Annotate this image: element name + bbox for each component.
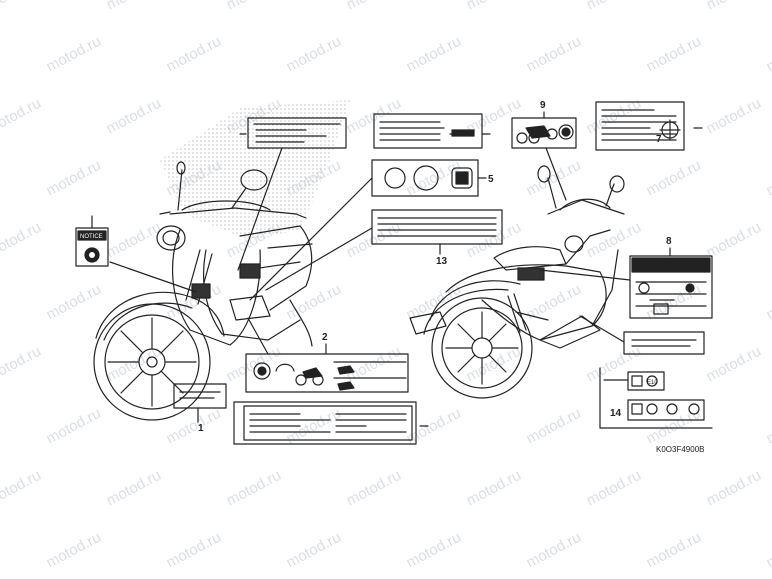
watermark-text: motod.ru bbox=[0, 95, 44, 138]
callout-1: 1 bbox=[198, 423, 204, 434]
watermark-text: motod.ru bbox=[644, 157, 704, 200]
watermark-text: motod.ru bbox=[524, 405, 584, 448]
watermark-text: motod.ru bbox=[44, 33, 104, 76]
watermark-text: motod.ru bbox=[404, 405, 464, 448]
watermark-text: motod.ru bbox=[404, 157, 464, 200]
watermark-text: motod.ru bbox=[164, 33, 224, 76]
watermark-text: motod.ru bbox=[704, 95, 764, 138]
label-rear-small bbox=[579, 315, 705, 355]
watermark-text: motod.ru bbox=[464, 467, 524, 510]
label-5-plate bbox=[249, 159, 487, 301]
watermark-text: motod.ru bbox=[644, 529, 704, 572]
callout-5: 5 bbox=[488, 174, 494, 185]
watermark-text: motod.ru bbox=[0, 219, 44, 262]
label-bottom-large bbox=[233, 401, 429, 445]
label-upper-center bbox=[373, 113, 491, 149]
watermark-text: motod.ru bbox=[0, 467, 44, 510]
watermark-text: motod.ru bbox=[44, 529, 104, 572]
callout-13: 13 bbox=[436, 256, 448, 267]
watermark-text: motod.ru bbox=[344, 467, 404, 510]
label-8-plate bbox=[539, 247, 713, 319]
watermark-text: motod.ru bbox=[0, 343, 44, 386]
watermark-text: motod.ru bbox=[704, 219, 764, 262]
watermark-text: motod.ru bbox=[104, 0, 164, 14]
watermark-text: motod.ru bbox=[284, 33, 344, 76]
notice-label bbox=[75, 215, 197, 293]
watermark-text: motod.ru bbox=[644, 281, 704, 324]
watermark-text: motod.ru bbox=[344, 343, 404, 386]
watermark-text: motod.ru bbox=[44, 405, 104, 448]
watermark-text: motod.ru bbox=[404, 33, 464, 76]
watermark-text: motod.ru bbox=[644, 33, 704, 76]
callout-2: 2 bbox=[322, 332, 328, 343]
watermark-text: motod.ru bbox=[104, 95, 164, 138]
scooter-front-view bbox=[93, 161, 313, 421]
watermark-text: motod.ru bbox=[344, 0, 404, 14]
watermark-text: motod.ru bbox=[764, 529, 772, 572]
watermark-text: motod.ru bbox=[524, 529, 584, 572]
watermark-text: motod.ru bbox=[224, 467, 284, 510]
watermark-text: motod.ru bbox=[164, 529, 224, 572]
watermark-text: motod.ru bbox=[104, 219, 164, 262]
label-2-plate bbox=[245, 317, 409, 393]
watermark-text: motod.ru bbox=[164, 405, 224, 448]
watermark-text: motod.ru bbox=[764, 157, 772, 200]
watermark-text: motod.ru bbox=[0, 0, 44, 14]
watermark-text: motod.ru bbox=[284, 281, 344, 324]
watermark-text: motod.ru bbox=[584, 0, 644, 14]
watermark-text: motod.ru bbox=[644, 405, 704, 448]
scooter-rear-view bbox=[409, 165, 625, 399]
watermark-text: motod.ru bbox=[584, 343, 644, 386]
watermark-text: motod.ru bbox=[524, 33, 584, 76]
callout-9: 9 bbox=[540, 100, 546, 111]
callout-7: 7 bbox=[656, 134, 662, 145]
watermark-text: motod.ru bbox=[104, 467, 164, 510]
label-7-plate bbox=[595, 101, 703, 151]
watermark-text: motod.ru bbox=[704, 343, 764, 386]
watermark-text: motod.ru bbox=[704, 467, 764, 510]
watermark-text: motod.ru bbox=[284, 529, 344, 572]
watermark-text: motod.ru bbox=[44, 281, 104, 324]
label-14-group bbox=[599, 367, 713, 429]
watermark-text: motod.ru bbox=[584, 467, 644, 510]
watermark-text: motod.ru bbox=[464, 219, 524, 262]
watermark-text: motod.ru bbox=[584, 219, 644, 262]
callout-group: 1 2 5 7 8 9 13 14 bbox=[198, 100, 672, 434]
label-top-center bbox=[237, 117, 347, 271]
watermark-text: motod.ru bbox=[764, 405, 772, 448]
notice-label-text: NOTICE bbox=[80, 234, 103, 240]
watermark-text: motod.ru bbox=[344, 219, 404, 262]
watermark-text: motod.ru bbox=[224, 0, 284, 14]
watermark-text: motod.ru bbox=[524, 281, 584, 324]
watermark-text: motod.ru bbox=[44, 157, 104, 200]
watermark-text: motod.ru bbox=[704, 0, 764, 14]
label-9-plate bbox=[511, 111, 577, 201]
callout-14: 14 bbox=[610, 408, 622, 419]
watermark-text: motod.ru bbox=[524, 157, 584, 200]
label-13-plate bbox=[265, 209, 503, 291]
watermark-text: motod.ru bbox=[464, 0, 524, 14]
watermark-text: motod.ru bbox=[404, 529, 464, 572]
label-1-plate bbox=[173, 383, 227, 423]
watermark-text: motod.ru bbox=[764, 281, 772, 324]
diagram-code: K0O3F4900B bbox=[656, 445, 704, 454]
watermark-text: motod.ru bbox=[224, 343, 284, 386]
callout-8: 8 bbox=[666, 236, 672, 247]
label-14-icon-text: E10 bbox=[647, 380, 658, 386]
watermark-text: motod.ru bbox=[764, 33, 772, 76]
